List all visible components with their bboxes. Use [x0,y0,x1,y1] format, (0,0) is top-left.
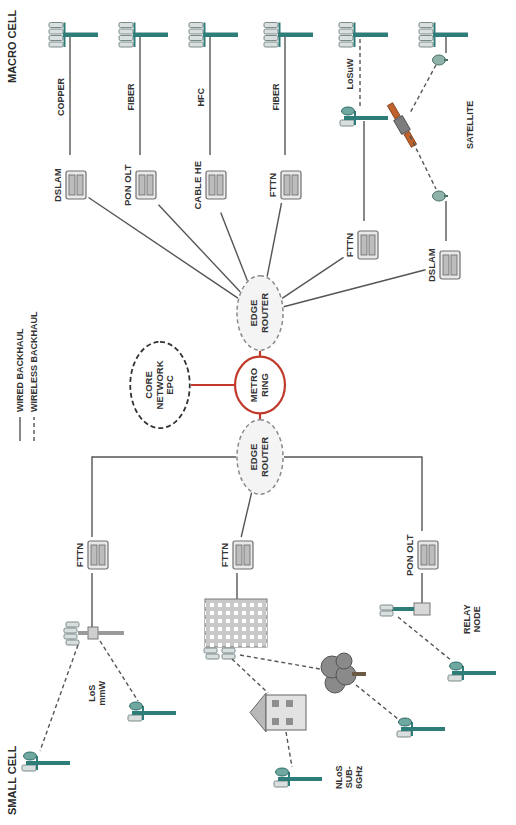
node-label: CORE NETWORK EPC [144,360,177,409]
medium-label: FIBER [126,84,136,111]
backhaul-line [89,198,238,299]
medium-label: FIBER [271,84,281,111]
backhaul-line [284,457,422,531]
network-ellipse: CORE NETWORK EPC [129,341,191,429]
section-title: MACRO CELL [6,10,19,83]
equipment-icon [357,230,379,260]
equipment-box: FTTN [74,537,111,573]
node-label: CABLE HE [193,161,204,210]
equipment-icon [439,250,461,280]
equipment-box: CABLE HE [192,158,229,213]
node-label: DSLAM [427,248,438,282]
legend-text: WIRED BACKHAUL [15,329,25,413]
node-label: FTTN [268,173,279,197]
node-label: FTTN [220,543,231,567]
equipment-box: PON OLT [122,161,159,209]
equipment-icon [87,540,109,570]
medium-label: LoSuW [345,59,355,90]
backhaul-line [282,257,343,298]
equipment-box: DSLAM [426,245,463,285]
backhaul-line [221,213,248,281]
backhaul-line [159,205,241,292]
medium-label: SATELLITE [465,101,475,149]
metro-link [191,384,234,386]
equipment-box: FTTN [219,537,256,573]
node-label: PON OLT [405,534,416,576]
network-ellipse: EDGE ROUTER [236,419,284,495]
equipment-icon [135,170,157,200]
legend-text: WIRELESS BACKHAUL [29,312,39,413]
equipment-box: FTTN [344,227,381,263]
network-ellipse: EDGE ROUTER [236,275,284,351]
metro-link [259,414,261,419]
node-label: DSLAM [53,168,64,202]
backhaul-line [241,493,251,537]
section-title: SMALL CELL [6,746,19,815]
metro-link [259,351,261,356]
link-label: LoS mmW [87,681,108,706]
equipment-icon [280,170,302,200]
node-label: METRO RING [249,368,271,402]
equipment-icon [205,170,227,200]
medium-label: COPPER [56,78,66,116]
medium-label: HFC [196,88,206,107]
equipment-box: PON OLT [404,531,441,579]
node-label: FTTN [345,233,356,257]
equipment-icon [417,540,439,570]
link-label: RELAY NODE [462,604,483,634]
network-ellipse: METRO RING [234,356,286,414]
backhaul-line [267,203,281,277]
equipment-box: FTTN [267,167,304,203]
backhaul-line [284,270,426,307]
node-label: FTTN [75,543,86,567]
node-label: EDGE ROUTER [249,437,271,477]
equipment-icon [65,170,87,200]
node-label: PON OLT [123,164,134,206]
link-label: NLoS SUB-6GHz [334,766,365,790]
equipment-icon [232,540,254,570]
equipment-box: DSLAM [52,165,89,205]
backhaul-line [92,457,236,537]
node-label: EDGE ROUTER [249,293,271,333]
